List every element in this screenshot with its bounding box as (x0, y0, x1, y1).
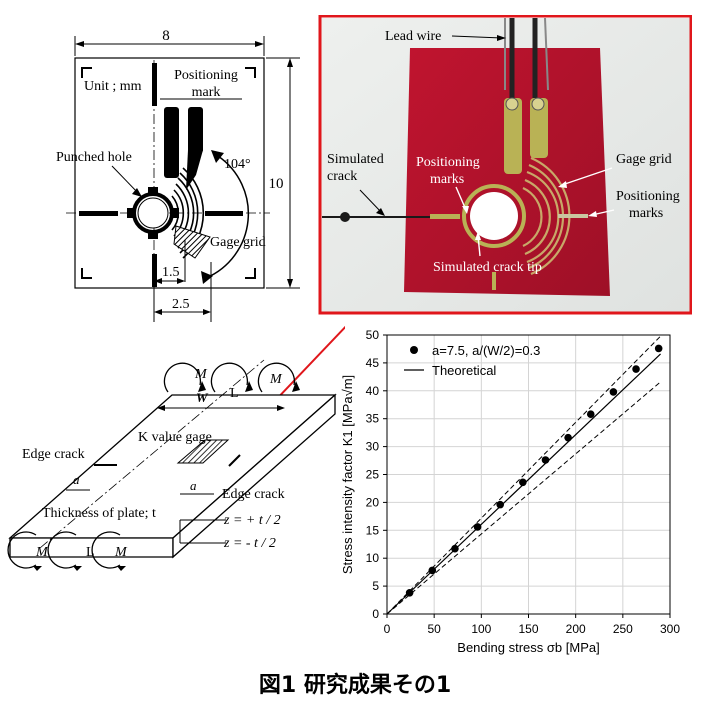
positioning-marks-right-line2: marks (629, 206, 663, 221)
y-tick-label: 20 (366, 495, 380, 509)
data-point (632, 365, 640, 373)
a-right-label: a (190, 478, 197, 493)
x-tick-label: 200 (566, 622, 586, 636)
k-gage-text: K value gage (138, 430, 212, 445)
dim-2-5: 2.5 (172, 297, 190, 312)
positioning-marks-left-line2: marks (430, 172, 464, 187)
simulated-crack-tip-label: Simulated crack tip (433, 260, 542, 275)
x-tick-label: 0 (384, 622, 391, 636)
data-point (609, 388, 618, 396)
positioning-mark-label: Positioning mark (174, 68, 238, 100)
gage-photo: Lead wire Simulated crack Gage grid Posit… (318, 15, 692, 315)
theoretical-line (386, 353, 661, 615)
x-tick-label: 100 (471, 622, 491, 636)
legend-marker-points (410, 346, 418, 354)
gage-grid-label-photo: Gage grid (616, 152, 672, 167)
moment-top-2: M (269, 372, 283, 387)
angle-label: 104° (224, 157, 251, 172)
x-axis-label: Bending stress σb [MPa] (457, 640, 599, 655)
width-label: W (196, 390, 209, 405)
dim-1-5: 1.5 (162, 265, 180, 280)
positioning-marks-left-label: Positioning marks (416, 155, 480, 187)
simulated-crack-label: Simulated crack (327, 152, 384, 184)
width-dim: 8 (162, 30, 170, 44)
z-plus-label: z = + t / 2 (223, 513, 281, 528)
moment-top-1: M (194, 367, 208, 382)
gage-grid-label: Gage grid (210, 235, 266, 250)
y-tick-label: 45 (366, 356, 380, 370)
chart: 0 50 100 150 200 250 300 0 5 10 15 20 25 30 35 40 45 50Be… (340, 328, 680, 655)
y-tick-label: 50 (366, 328, 380, 342)
simulated-crack-line1: Simulated (327, 152, 384, 167)
bound-line-3 (386, 381, 661, 615)
length-top-label: L (230, 386, 239, 401)
data-point (654, 344, 663, 353)
data-point (564, 433, 572, 442)
edge-crack-right-label: Edge crack (222, 487, 285, 502)
y-tick-label: 25 (366, 468, 380, 482)
y-tick-label: 5 (372, 579, 379, 593)
k-gage-label: K value gage (138, 430, 212, 445)
x-tick-label: 50 (427, 622, 441, 636)
simulated-crack-line2: crack (327, 169, 357, 184)
y-tick-label: 35 (366, 412, 380, 426)
unit-label: Unit ; mm (84, 79, 142, 94)
lead-wire-label: Lead wire (385, 29, 441, 44)
x-tick-label: 250 (613, 622, 633, 636)
data-point (519, 478, 527, 487)
data-point (586, 410, 595, 419)
positioning-mark-line1: Positioning (174, 68, 238, 83)
bound-line-2 (386, 335, 661, 615)
x-tick-label: 300 (660, 622, 680, 636)
a-left-label: a (73, 472, 80, 487)
positioning-marks-right-label: Positioning marks (616, 189, 680, 221)
z-minus-label: z = - t / 2 (223, 536, 276, 551)
legend-label-line: Theoretical (432, 363, 496, 378)
data-point (496, 500, 505, 509)
x-tick-label: 150 (518, 622, 538, 636)
y-tick-label: 30 (366, 440, 380, 454)
y-tick-label: 15 (366, 523, 380, 537)
positioning-mark-line2: mark (192, 85, 221, 100)
punched-hole-label: Punched hole (56, 150, 132, 165)
edge-crack-left-label: Edge crack (22, 447, 85, 462)
y-tick-label: 0 (372, 607, 379, 621)
height-dim: 10 (269, 176, 284, 192)
positioning-marks-right-line1: Positioning (616, 189, 680, 204)
y-axis-label: Stress intensity factor K1 [MPa√m] (340, 375, 355, 574)
moment-bottom-2: M (114, 545, 128, 560)
positioning-marks-left-line1: Positioning (416, 155, 480, 170)
y-tick-label: 40 (366, 384, 380, 398)
plate-diagram: M M W L K value gage Edge crack Edge cra… (7, 325, 345, 571)
legend-label-points: a=7.5, a/(W/2)=0.3 (432, 343, 540, 358)
thickness-label: Thickness of plate; t (42, 506, 156, 521)
y-tick-label: 10 (366, 551, 380, 565)
length-bottom-label: L (86, 545, 95, 560)
moment-bottom-1: M (35, 545, 49, 560)
figure-caption: 図1 研究成果その1 (258, 673, 452, 698)
gage-drawing: 8 10 (56, 30, 300, 322)
data-point (473, 523, 482, 531)
